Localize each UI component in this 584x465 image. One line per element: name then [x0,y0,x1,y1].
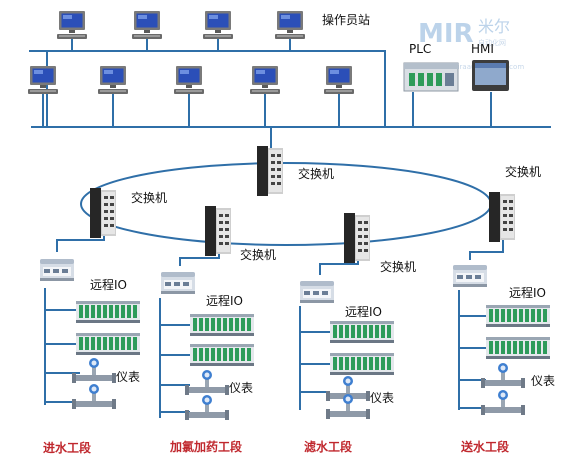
remote-io-unit [300,281,334,303]
operator-pc-icon [98,66,128,94]
plc-label: PLC [409,42,431,56]
operator-pc-icon [28,66,58,94]
stage-label-supply: 送水工段 [460,439,510,454]
instrument-label: 仪表 [116,370,140,384]
operator-pc-icon [203,11,233,39]
io-module [190,314,254,336]
operator-pc-icon [57,11,87,39]
switch-to-io-links [56,226,504,275]
switch-label-dosing: 交换机 [240,247,276,262]
remote-io-unit [453,265,487,287]
operator-pc-icon [174,66,204,94]
switch-icon-supply [489,192,515,242]
io-module [486,305,550,327]
switch-label-inlet: 交换机 [131,190,167,205]
stage-label-inlet: 进水工段 [43,440,92,455]
operator-pc-icon [250,66,280,94]
flowmeter-icon [185,370,229,395]
network-buses [29,50,551,148]
plc-device [403,62,459,92]
hmi-device [472,60,509,91]
remote-io-label: 远程IO [90,277,127,292]
stage-label-dosing: 加氯加药工段 [169,439,243,454]
flowmeter-icon [72,384,116,409]
remote-io-unit [161,272,195,294]
hmi-label: HMI [471,42,494,56]
remote-io-label: 远程IO [509,285,546,300]
operator-pc-icon [132,11,162,39]
flowmeter-icon [72,358,116,383]
remote-io-unit [40,259,74,281]
switch-label-supply: 交换机 [505,164,541,179]
io-module [76,333,140,355]
watermark-tagline: 自动化网 [478,38,506,47]
io-module [486,337,550,359]
switch-icon-dosing [205,206,231,256]
instrument-label: 仪表 [531,374,555,388]
stage-label-filter: 滤水工段 [304,439,353,454]
operator-pcs [28,11,354,127]
core-switch-icon [257,146,283,196]
flowmeter-icon [481,390,525,415]
instrument-label: 仪表 [370,391,394,405]
io-module [76,301,140,323]
io-module [190,344,254,366]
watermark-brand: MIR [418,19,474,49]
instrument-label: 仪表 [229,381,253,395]
switch-icon-filter [344,213,370,263]
switch-icon-inlet [90,188,116,238]
watermark-chinese: 米尔 [478,17,510,36]
io-module [330,321,394,343]
remote-io-label: 远程IO [345,304,382,319]
switch-label-filter: 交换机 [380,259,416,274]
switch-label-core: 交换机 [298,166,334,181]
flowmeter-icon [481,363,525,388]
operator-pc-icon [324,66,354,94]
operator-station-label: 操作员站 [322,12,370,27]
io-module [330,353,394,375]
operator-pc-icon [275,11,305,39]
remote-io-label: 远程IO [206,293,243,308]
flowmeter-icon [185,395,229,420]
